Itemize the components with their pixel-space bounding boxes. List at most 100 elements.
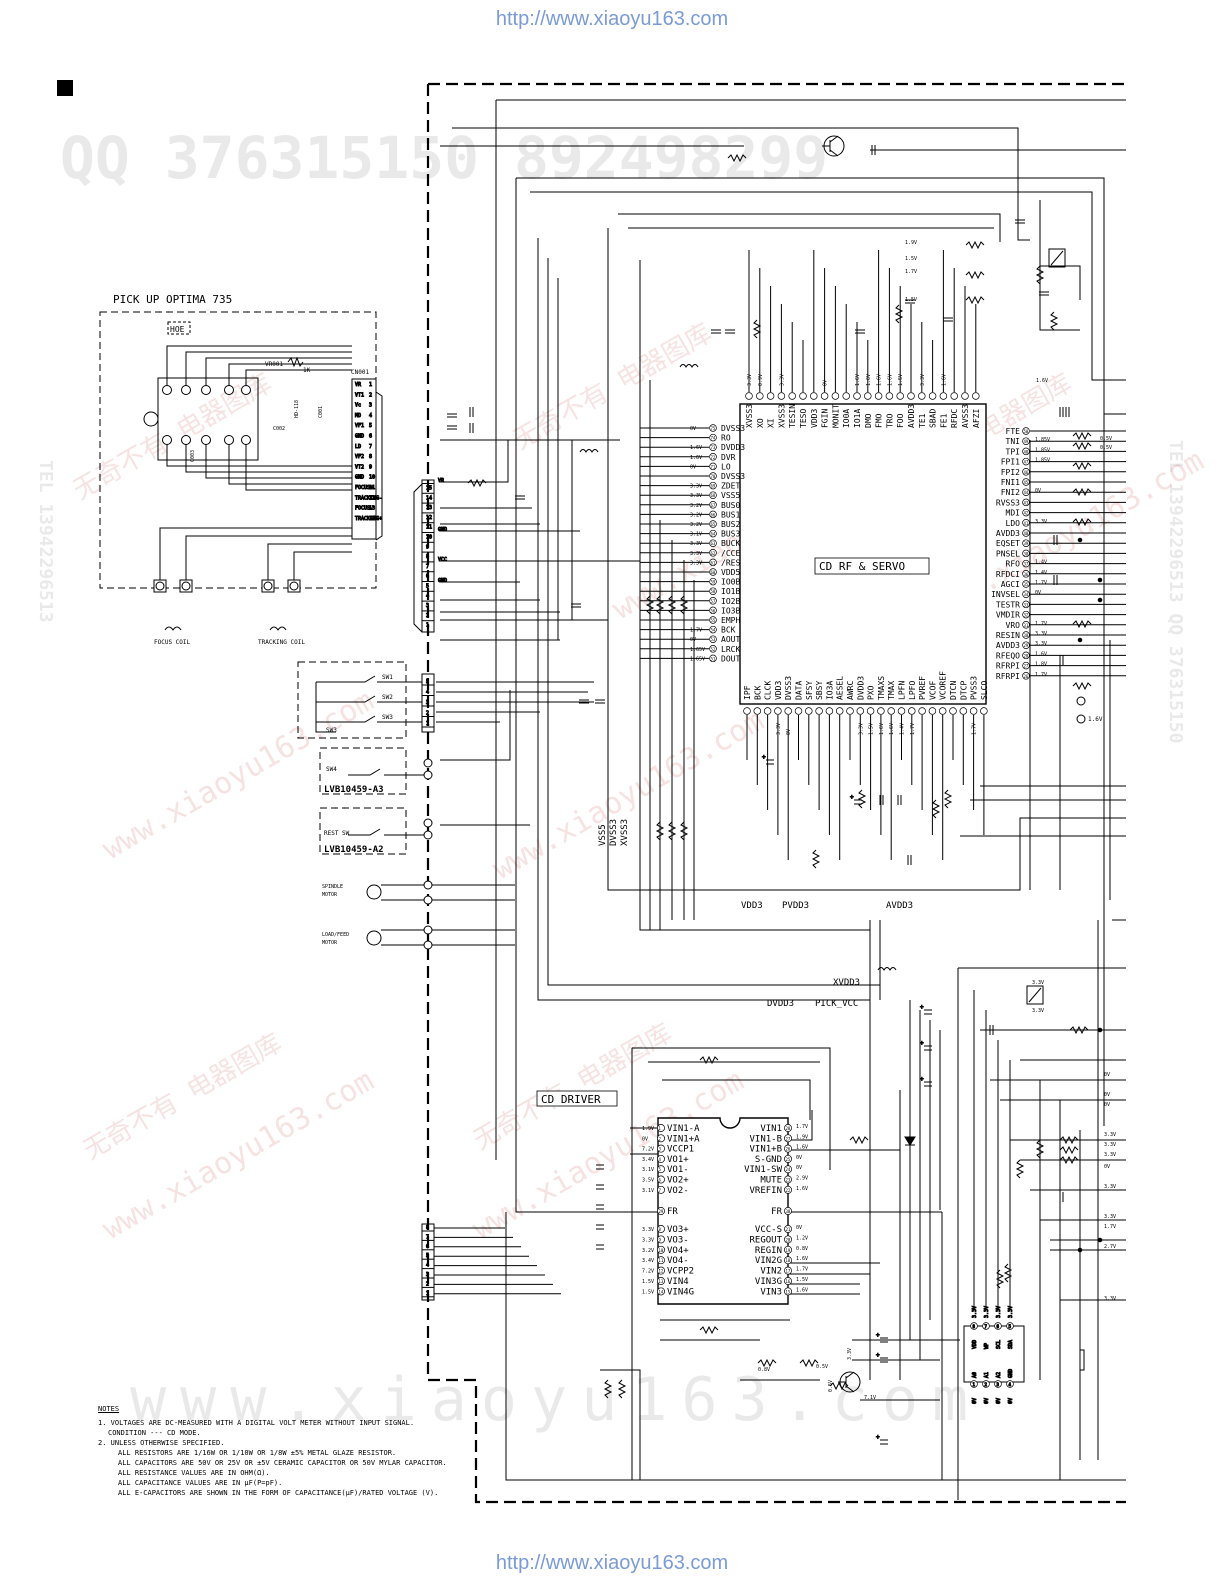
pin-number: 2 xyxy=(369,392,372,398)
pickup-pin xyxy=(224,385,234,395)
pin-number-circle xyxy=(1022,468,1030,476)
pin-number: 30 xyxy=(786,1209,791,1214)
note-line: 1. VOLTAGES ARE DC-MEASURED WITH A DIGIT… xyxy=(98,1419,415,1427)
pin-label: SLCO xyxy=(980,681,989,700)
pin-number-circle xyxy=(777,392,786,400)
pin-number: 10 xyxy=(369,475,375,481)
note-line: CONDITION --- CD MODE. xyxy=(108,1429,201,1437)
pin-number-circle xyxy=(970,1322,978,1330)
eeprom-pins: 8VDD3.3V1A00V7WP3.3V2A10V6SCL3.3V3A20V5S… xyxy=(970,1305,1015,1405)
pin-label: XI xyxy=(767,418,776,428)
pin-label: VT2 xyxy=(355,464,364,470)
pin-number: 1 xyxy=(659,1126,662,1131)
pin-label: IO3A xyxy=(825,681,834,700)
pin-number: 55 xyxy=(711,618,716,623)
pin-number-circle xyxy=(939,392,948,400)
pin-label: VIN2G xyxy=(755,1256,782,1266)
pickup-pin xyxy=(162,385,172,395)
pin-number: 4 xyxy=(369,413,372,419)
pickup-pin xyxy=(241,435,251,445)
pin-voltage: 0V xyxy=(823,380,829,386)
rail-labels: VDD3 PVDD3 AVDD3 XVDD3 DVDD3 PICK_VCC VS… xyxy=(598,819,913,1009)
pin-number-circle xyxy=(856,707,865,715)
rail-xvss3: XVSS3 xyxy=(620,819,630,846)
pin-number: 31 xyxy=(1024,623,1029,628)
pin-voltage: 1.6V xyxy=(889,723,895,735)
pin-number: 14 xyxy=(659,1289,664,1294)
pin-label: FR xyxy=(667,1207,678,1217)
pin-voltage: 0V xyxy=(996,1398,1002,1404)
pin-voltage: 7.2V xyxy=(642,1269,654,1275)
rail-pick-vcc: PICK_VCC xyxy=(815,999,858,1009)
junction-dot xyxy=(1097,577,1103,583)
pin-label: VCOREF xyxy=(939,671,948,700)
pin-label: AFZI xyxy=(972,409,981,428)
pin-number-circle xyxy=(709,568,717,576)
source-url-top[interactable]: http://www.xiaoyu163.com xyxy=(495,8,729,30)
pin-label: GND xyxy=(355,434,364,440)
pin-number: 3 xyxy=(997,1382,1000,1387)
pin-label: AOUT xyxy=(721,635,740,644)
voltage-label: 3.3V xyxy=(1104,1142,1116,1148)
pin-label: RFRPI xyxy=(996,672,1020,681)
pin-label: FNI1 xyxy=(1001,478,1020,487)
watermark-side-left: TEL 13942296513 xyxy=(35,460,56,623)
pin-label: BUS0 xyxy=(721,501,740,510)
pin-label: AGCI xyxy=(1001,580,1020,589)
rail-dvss3: DVSS3 xyxy=(609,819,619,846)
pin-number: 23 xyxy=(786,1178,791,1183)
pin-voltage: 0V xyxy=(642,1136,648,1142)
pin-voltage: 0.8V xyxy=(796,1246,808,1252)
pin-label: A1 xyxy=(984,1372,990,1378)
pin-voltage: 3.3V xyxy=(690,541,702,547)
pin-label: SDA xyxy=(1008,1340,1014,1349)
cd-ic-label-box xyxy=(814,557,930,575)
connector-pin xyxy=(423,895,433,905)
pin-number-circle xyxy=(825,707,834,715)
pin-number-circle xyxy=(1006,1322,1014,1330)
pin-number: 24 xyxy=(786,1167,791,1172)
pin-label: CLCK xyxy=(764,681,773,700)
pin-voltage: 0V xyxy=(796,1225,802,1231)
note-line: ALL E-CAPACITORS ARE SHOWN IN THE FORM O… xyxy=(118,1489,439,1497)
watermark-qq: QQ 376315150 892498299 xyxy=(60,124,828,192)
pin-number: 1 xyxy=(426,1291,429,1297)
pin-voltage: 3.3V xyxy=(690,551,702,557)
pin-number-circle xyxy=(784,1256,792,1265)
notes-block: NOTES 1. VOLTAGES ARE DC-MEASURED WITH A… xyxy=(98,1404,488,1498)
pin-number-circle xyxy=(657,1175,665,1184)
pin-number-circle xyxy=(982,1380,990,1388)
pin-voltage: 3.3V xyxy=(972,1306,978,1318)
pin-label: LO xyxy=(721,462,731,471)
pin-voltage: 3.3V xyxy=(690,493,702,499)
pin-number-circle xyxy=(877,707,885,715)
pin-voltage: 3.3V xyxy=(779,374,785,386)
pin-label: VIN1-B xyxy=(749,1134,782,1144)
pin-number-circle xyxy=(950,392,958,400)
pin-number: 51 xyxy=(711,656,716,661)
sw4-label: SW4 xyxy=(326,766,337,773)
pin-number-circle xyxy=(885,392,894,400)
pin-voltage: 0V xyxy=(690,464,696,470)
board-a2: LVB10459-A2 xyxy=(324,845,384,855)
pin-number-circle xyxy=(1022,529,1030,537)
pin-number-circle xyxy=(1022,539,1030,547)
voltage-label: 3.3V xyxy=(1104,1214,1116,1220)
pin-voltage: 0V xyxy=(690,637,696,643)
pin-label: IPF xyxy=(743,685,752,700)
pin-voltage: 1.85V xyxy=(1035,458,1050,464)
pin-number: 74 xyxy=(711,436,716,441)
pin-label: RFRPI xyxy=(996,662,1020,671)
pin-label: SBAD xyxy=(929,409,938,428)
pin-number-circle xyxy=(709,549,717,557)
pin-number-circle xyxy=(709,424,717,432)
source-url-bottom[interactable]: http://www.xiaoyu163.com xyxy=(495,1552,729,1574)
pin-label: RO xyxy=(721,434,731,443)
pin-number: 8 xyxy=(973,1324,976,1329)
pin-label: S-GND xyxy=(755,1155,782,1165)
pin-number: 56 xyxy=(711,608,716,613)
pin-number: 3 xyxy=(369,403,372,409)
polarity-mark: + xyxy=(920,1004,924,1011)
pin-number: 75 xyxy=(711,426,716,431)
